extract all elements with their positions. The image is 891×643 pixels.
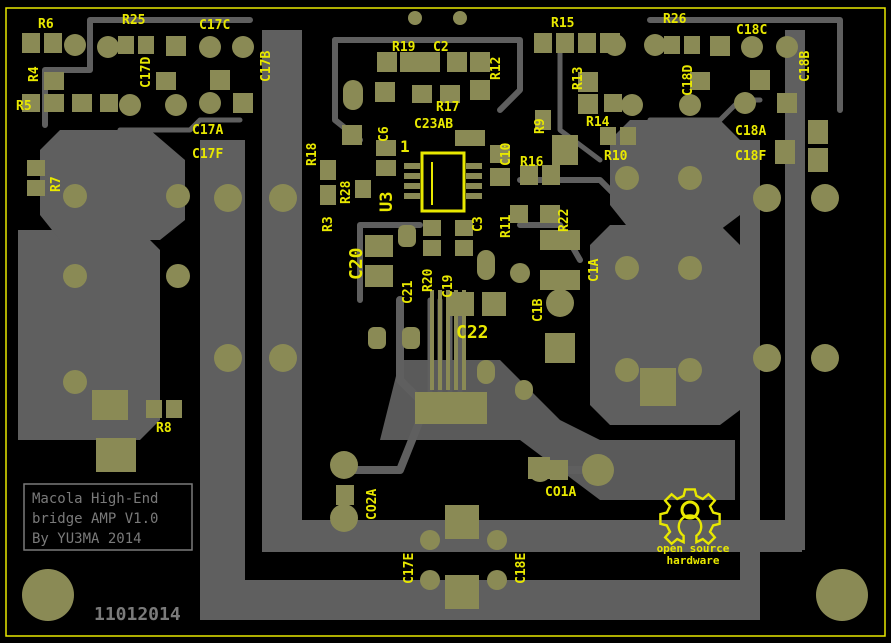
component-label-c21: C21 [401,280,416,304]
component-label-1: 1 [400,137,410,156]
component-label-r4: R4 [27,66,42,82]
component-label-u3: U3 [377,192,397,212]
board-outline [5,7,886,637]
component-label-co2a: CO2A [365,489,380,520]
component-label-c3: C3 [471,216,486,232]
component-label-c20: C20 [346,247,367,280]
component-label-c17b: C17B [259,51,274,82]
component-label-c17f: C17F [192,147,223,162]
component-label-r3: R3 [321,216,336,232]
component-label-c18c: C18C [736,23,767,38]
component-label-c1b: C1B [531,298,546,322]
component-label-c18f: C18F [735,149,766,164]
copper-planes [18,17,843,620]
title-line-2: bridge AMP V1.0 [32,511,158,527]
component-label-r16: R16 [520,155,544,170]
component-label-r6: R6 [38,17,54,32]
component-label-c10: C10 [499,142,514,166]
component-label-r17: R17 [436,100,459,115]
component-label-r15: R15 [551,16,574,31]
component-label-c22: C22 [456,322,489,343]
oshw-label-line1: open source [657,542,730,555]
component-label-r22: R22 [557,209,572,232]
component-label-c18a: C18A [735,124,766,139]
component-label-r25: R25 [122,13,145,28]
component-label-r5: R5 [16,99,32,114]
oshw-label-line2: hardware [667,554,720,567]
component-label-c17d: C17D [139,57,154,88]
component-label-c18d: C18D [681,65,696,96]
component-label-r18: R18 [305,142,320,166]
component-label-r11: R11 [499,214,514,238]
component-label-r13: R13 [571,67,586,90]
date-code: 11012014 [94,604,181,625]
u3-outline [420,151,466,213]
component-label-c19: C19 [441,275,456,298]
component-label-r10: R10 [604,149,628,164]
component-label-r9: R9 [533,118,548,134]
component-label-c17a: C17A [192,123,223,138]
oshw-logo-icon [659,488,721,546]
component-label-r12: R12 [489,57,504,80]
component-label-c2: C2 [433,40,449,55]
component-label-r7: R7 [49,176,64,192]
component-label-r20: R20 [421,268,436,292]
component-label-c23ab: C23AB [414,117,453,132]
component-label-r28: R28 [339,180,354,204]
component-label-c17c: C17C [199,18,230,33]
title-line-1: Macola High-End [32,491,158,507]
component-label-r26: R26 [663,12,687,27]
component-label-r8: R8 [156,421,172,436]
title-line-3: By YU3MA 2014 [32,531,142,547]
component-label-r14: R14 [586,115,610,130]
component-label-r19: R19 [392,40,415,55]
pads [22,11,868,621]
component-label-c1a: C1A [587,258,602,282]
component-label-c18e: C18E [514,553,529,584]
component-label-c17e: C17E [402,553,417,584]
component-label-co1a: CO1A [545,485,576,500]
component-label-c6: C6 [377,126,392,142]
title-block-frame [23,483,193,551]
component-label-c18b: C18B [798,51,813,82]
